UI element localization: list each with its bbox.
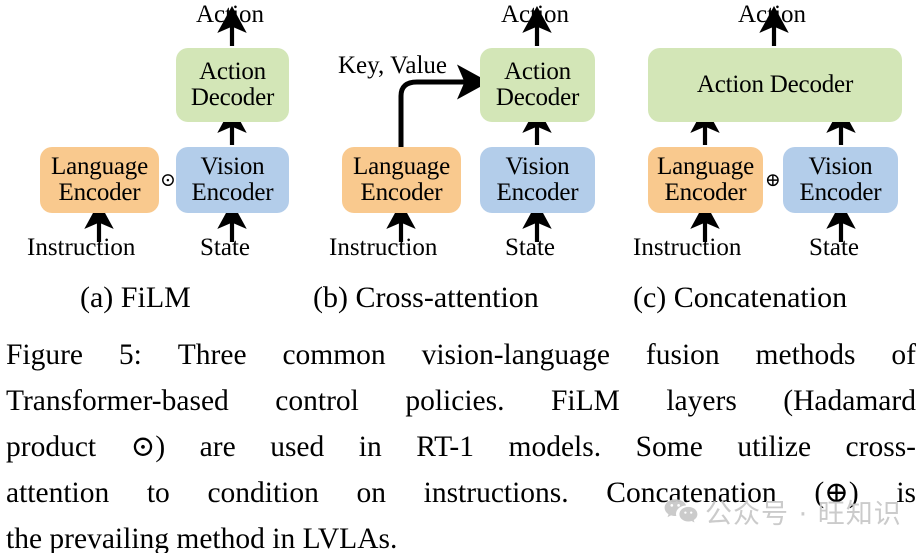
- wechat-logo-icon: [664, 498, 698, 531]
- caption-word: RT-1: [416, 431, 475, 463]
- caption-word: Figure: [6, 339, 84, 371]
- caption-word: is: [896, 477, 916, 509]
- panel-b-language-encoder: Language Encoder: [342, 147, 461, 213]
- caption-word: product: [6, 431, 97, 463]
- caption-word: (⊕): [814, 477, 859, 509]
- panel-c-action-decoder: Action Decoder: [648, 48, 902, 122]
- caption-word: utilize: [737, 431, 812, 463]
- panel-c-language-encoder-line2: Encoder: [664, 179, 747, 206]
- panel-b-state-input-label: State: [505, 234, 555, 261]
- caption-word: control: [275, 385, 359, 417]
- panel-a-instruction-input-label: Instruction: [27, 234, 136, 261]
- caption-line-1: Figure 5: Three common vision-language fusion…: [6, 332, 916, 378]
- caption-word: condition: [207, 477, 319, 509]
- caption-word: in: [358, 431, 382, 463]
- panel-b-vision-encoder-line1: Vision: [505, 153, 570, 180]
- panel-b-instruction-input-label: Instruction: [329, 234, 438, 261]
- caption-word: Concatenation: [606, 477, 777, 509]
- caption-word: 5:: [118, 339, 142, 371]
- caption-word: methods: [755, 339, 856, 371]
- watermark-text: 公众号 · 旺知识: [705, 499, 902, 530]
- arrows-layer: [84, 6, 856, 242]
- panel-c-state-input-label: State: [809, 234, 859, 261]
- caption-word: of: [891, 339, 916, 371]
- caption-line-2: Transformer-based control policies. FiLM lay…: [6, 378, 916, 424]
- panel-a-decoder-line1: Action: [199, 58, 266, 85]
- panel-a-action-decoder: Action Decoder: [176, 48, 289, 122]
- panel-a-action-output-label: Action: [196, 1, 265, 28]
- panel-a-state-input-label: State: [200, 234, 250, 261]
- caption-line-4: attention to condition on instructions. Conca…: [6, 470, 916, 516]
- caption-word: fusion: [645, 339, 720, 371]
- caption-word: vision-language: [421, 339, 611, 371]
- caption-word: FiLM: [551, 385, 620, 417]
- panel-c-instruction-input-label: Instruction: [633, 234, 742, 261]
- panel-b-language-encoder-line1: Language: [353, 153, 450, 180]
- caption-word: policies.: [405, 385, 505, 417]
- panel-c-action-output-label: Action: [738, 1, 807, 28]
- panel-b-decoder-line2: Decoder: [495, 84, 580, 111]
- panel-c-language-encoder: Language Encoder: [648, 147, 763, 213]
- panel-b-key-value-label: Key, Value: [338, 52, 447, 79]
- caption-word: cross-: [845, 431, 916, 463]
- panel-b-action-output-label: Action: [501, 1, 570, 28]
- panel-b-action-decoder: Action Decoder: [480, 48, 595, 122]
- panel-b-vision-encoder-line2: Encoder: [496, 179, 579, 206]
- caption-word: Some: [635, 431, 703, 463]
- panel-c-vision-encoder-line1: Vision: [808, 153, 873, 180]
- caption-word: on: [356, 477, 387, 509]
- caption-word: (Hadamard: [783, 385, 916, 417]
- caption-line-5: the prevailing method in LVLAs.: [6, 523, 398, 553]
- caption-word: Three: [177, 339, 247, 371]
- caption-word: models.: [508, 431, 602, 463]
- panel-b-vision-encoder: Vision Encoder: [480, 147, 595, 213]
- panel-c-vision-encoder-line2: Encoder: [799, 179, 882, 206]
- caption-line-3: product ⊙) are used in RT-1 models. Some utilize…: [6, 424, 916, 470]
- panel-b-subcaption: (b) Cross-attention: [313, 281, 539, 314]
- concatenation-symbol: ⊕: [765, 170, 781, 191]
- panel-a-vision-encoder-line2: Encoder: [191, 179, 274, 206]
- panel-c-subcaption: (c) Concatenation: [633, 281, 848, 314]
- caption-word: Transformer-based: [6, 385, 229, 417]
- caption-word: layers: [666, 385, 737, 417]
- caption-word: ⊙): [130, 431, 166, 463]
- watermark: 公众号 · 旺知识: [664, 498, 902, 531]
- hadamard-product-symbol: ⊙: [160, 170, 176, 191]
- panel-c-decoder-line1: Action Decoder: [696, 71, 854, 98]
- figure-caption: Figure 5: Three common vision-language fusion…: [6, 332, 916, 553]
- caption-word: used: [270, 431, 325, 463]
- panel-c-vision-encoder: Vision Encoder: [783, 147, 898, 213]
- panel-c-language-encoder-line1: Language: [657, 153, 754, 180]
- caption-word: are: [199, 431, 236, 463]
- caption-word: to: [146, 477, 170, 509]
- panel-b-language-encoder-line2: Encoder: [360, 179, 443, 206]
- panel-a-language-encoder: Language Encoder: [40, 147, 159, 213]
- panel-a-vision-encoder-line1: Vision: [200, 153, 265, 180]
- panel-a-language-encoder-line1: Language: [51, 153, 148, 180]
- panel-a-decoder-line2: Decoder: [190, 84, 275, 111]
- panel-a-language-encoder-line2: Encoder: [58, 179, 141, 206]
- caption-word: common: [282, 339, 386, 371]
- caption-word: instructions.: [423, 477, 569, 509]
- figure-diagram: Action Action Decoder Language Encoder ⊙…: [27, 1, 902, 314]
- panel-a-subcaption: (a) FiLM: [80, 281, 191, 314]
- panel-b-decoder-line1: Action: [504, 58, 571, 85]
- panel-a-vision-encoder: Vision Encoder: [176, 147, 289, 213]
- caption-word: attention: [6, 477, 110, 509]
